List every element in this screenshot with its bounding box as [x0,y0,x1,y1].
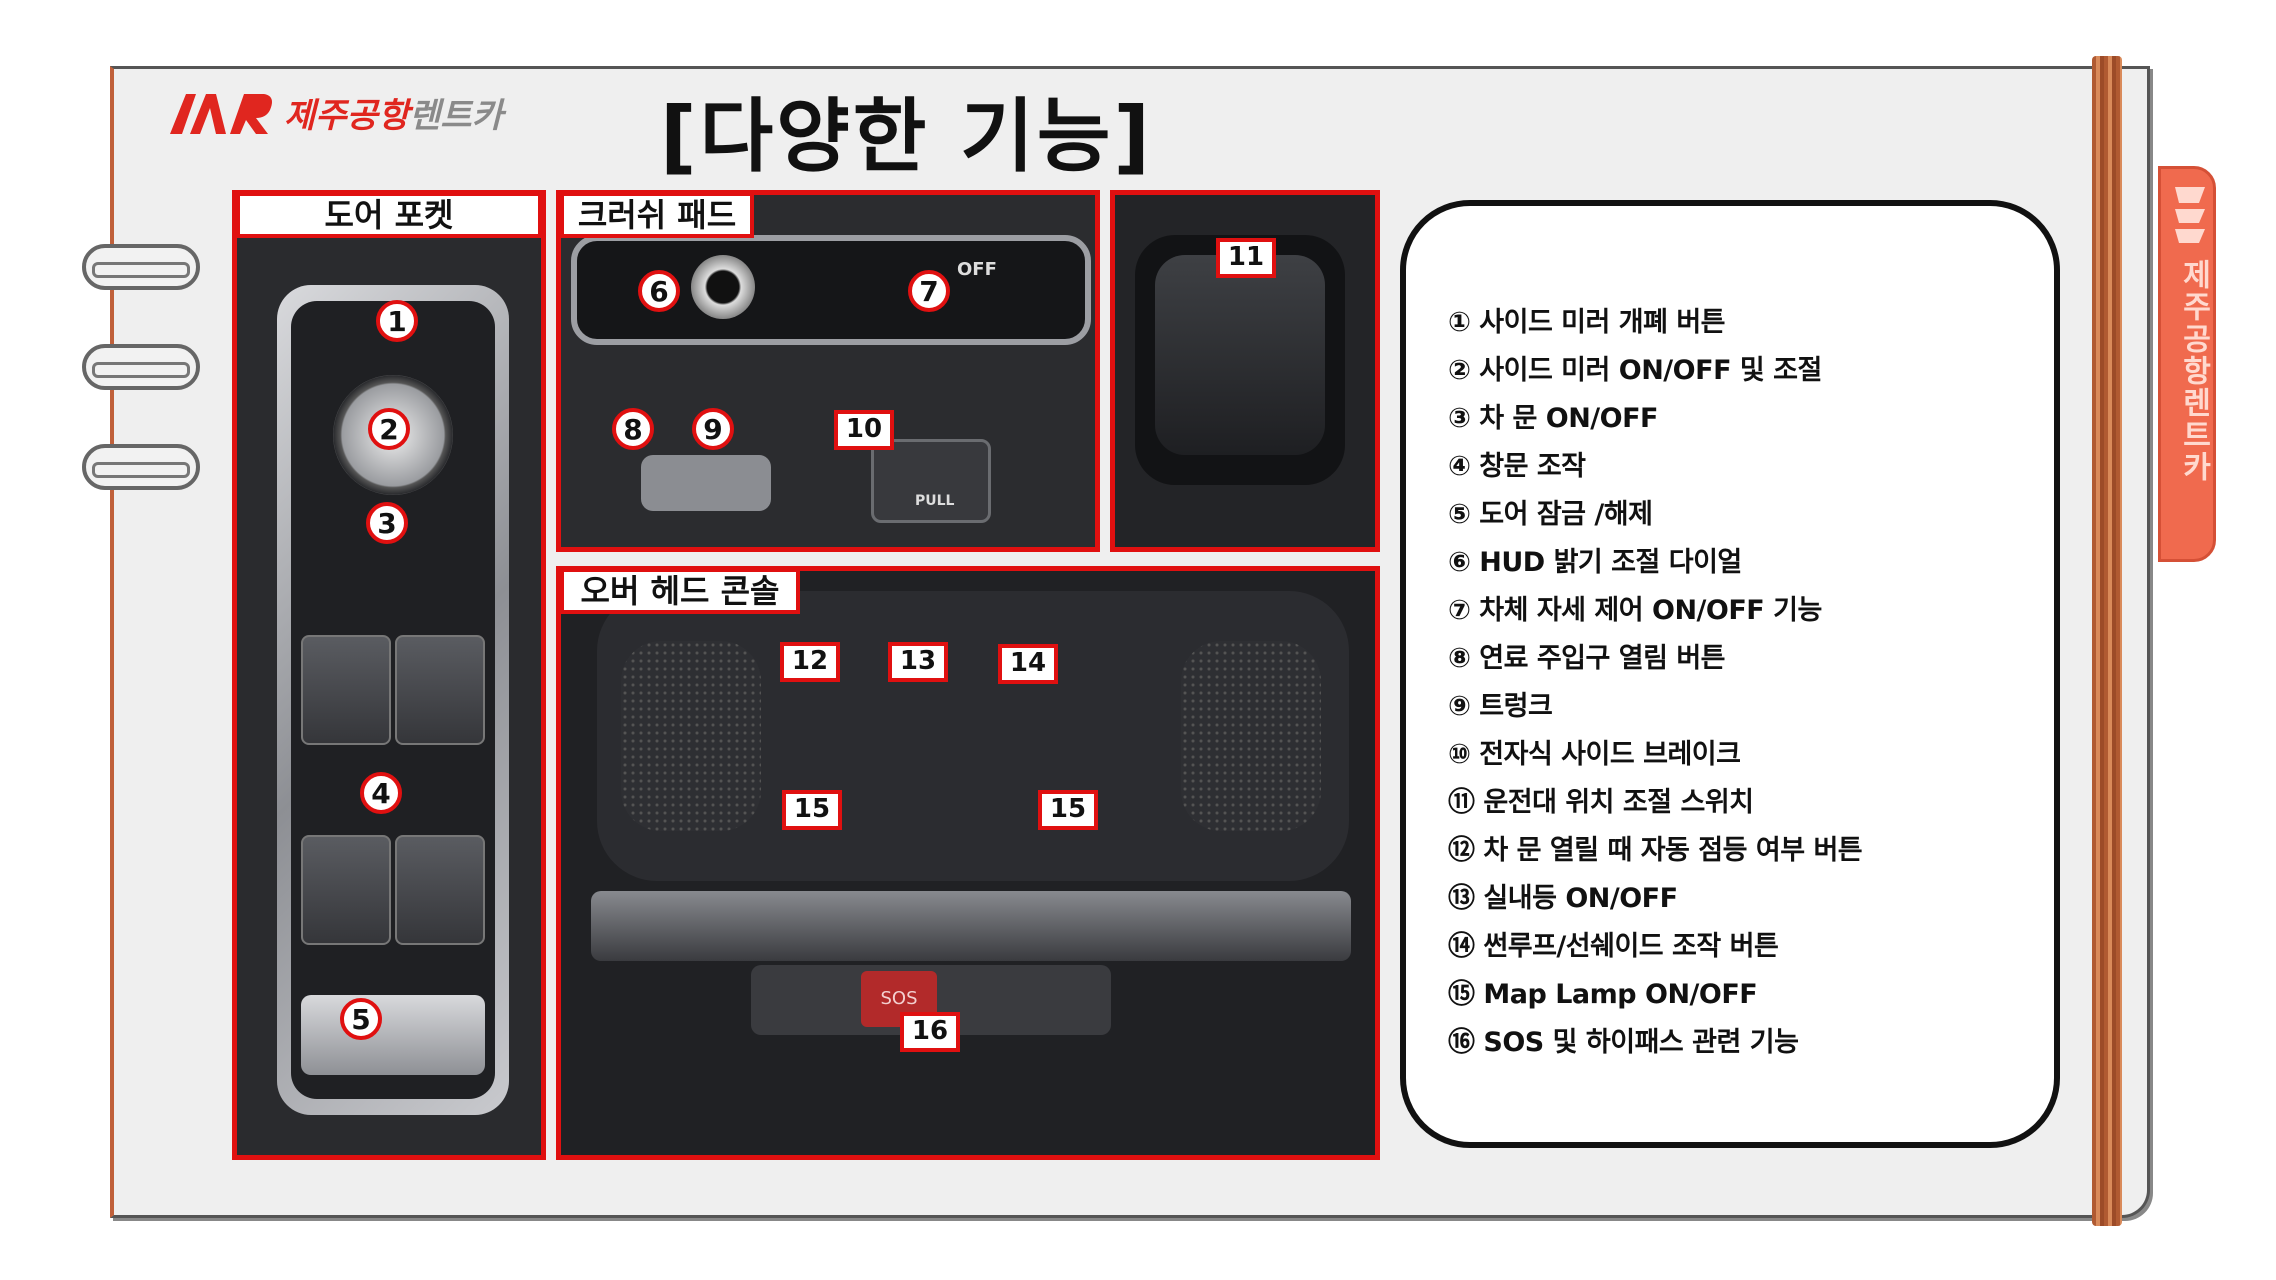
legend-item: ② 사이드 미러 ON/OFF 및 조절 [1448,355,1822,386]
speaker-grille-right [1181,641,1321,831]
brand-name: 제주공항렌트카 [284,88,503,137]
legend-item: ⑩ 전자식 사이드 브레이크 [1448,739,1741,770]
page-title: [다양한 기능] [660,90,1153,183]
legend-item: ③ 차 문 ON/OFF [1448,403,1659,434]
side-brand-name: 제주공항렌트카 [2176,259,2211,483]
window-switch [395,835,485,945]
binder-ring-icon [82,344,200,390]
marker-8: 8 [612,408,654,450]
crash-pad-photo: OFF PULL [556,190,1100,552]
overhead-console-photo: SOS [556,566,1380,1160]
legend-item: ⑮ Map Lamp ON/OFF [1448,979,1758,1010]
binder-ring-icon [82,244,200,290]
side-brand-tab: 제주공항렌트카 [2158,166,2216,562]
brand-logo-icon [2175,187,2205,243]
marker-16: 16 [900,1012,960,1052]
legend-item: ① 사이드 미러 개폐 버튼 [1448,307,1726,338]
legend-item: ④ 창문 조작 [1448,451,1586,482]
marker-10: 10 [834,410,894,450]
esc-off-text: OFF [957,259,997,280]
door-pocket-label: 도어 포켓 [236,192,542,238]
legend-item: ⑫ 차 문 열릴 때 자동 점등 여부 버튼 [1448,835,1863,866]
speaker-grille-left [621,641,761,831]
legend-item: ⑯ SOS 및 하이패스 관련 기능 [1448,1027,1799,1058]
parking-brake-switch [871,439,991,523]
legend-item: ⑦ 차체 자세 제어 ON/OFF 기능 [1448,595,1822,626]
crash-pad-label: 크러쉬 패드 [560,192,754,238]
door-pocket-photo [232,190,546,1160]
brand-name-gray: 렌트카 [409,96,503,136]
hud-dial [691,255,755,319]
marker-14: 14 [998,644,1058,684]
map-lamp-bar [591,891,1351,961]
marker-6: 6 [638,270,680,312]
legend-item: ⑪ 운전대 위치 조절 스위치 [1448,787,1754,818]
legend-item: ⑬ 실내등 ON/OFF [1448,883,1678,914]
marker-13: 13 [888,642,948,682]
window-switch [301,635,391,745]
marker-4: 4 [360,772,402,814]
legend-item: ⑥ HUD 밝기 조절 다이얼 [1448,547,1742,578]
marker-12: 12 [780,642,840,682]
legend-item: ⑤ 도어 잠금 /해제 [1448,499,1653,530]
sos-button: SOS [861,971,937,1027]
marker-3: 3 [366,502,408,544]
steering-switch-photo [1110,190,1380,552]
marker-7: 7 [908,270,950,312]
marker-15-left: 15 [782,790,842,830]
window-switch [301,835,391,945]
feature-legend: ① 사이드 미러 개폐 버튼 ② 사이드 미러 ON/OFF 및 조절 ③ 차 … [1400,200,2060,1148]
marker-2: 2 [368,408,410,450]
binder-ring-icon [82,444,200,490]
fuel-trunk-buttons [641,455,771,511]
legend-item: ⑭ 썬루프/선쉐이드 조작 버튼 [1448,931,1779,962]
window-switch [395,635,485,745]
legend-item: ⑧ 연료 주입구 열림 버튼 [1448,643,1726,674]
brand-logo-icon [170,94,272,134]
parking-pull-text: PULL [915,493,955,509]
door-lock-switch [301,995,485,1075]
marker-1: 1 [376,300,418,342]
brand-name-red: 제주공항 [284,96,410,136]
overhead-console-label: 오버 헤드 콘솔 [560,568,800,614]
marker-11: 11 [1216,238,1276,278]
marker-5: 5 [340,998,382,1040]
marker-15-right: 15 [1038,790,1098,830]
notebook-binding [2092,56,2122,1226]
steering-switch [1155,255,1325,455]
legend-item: ⑨ 트렁크 [1448,691,1553,722]
marker-9: 9 [692,408,734,450]
